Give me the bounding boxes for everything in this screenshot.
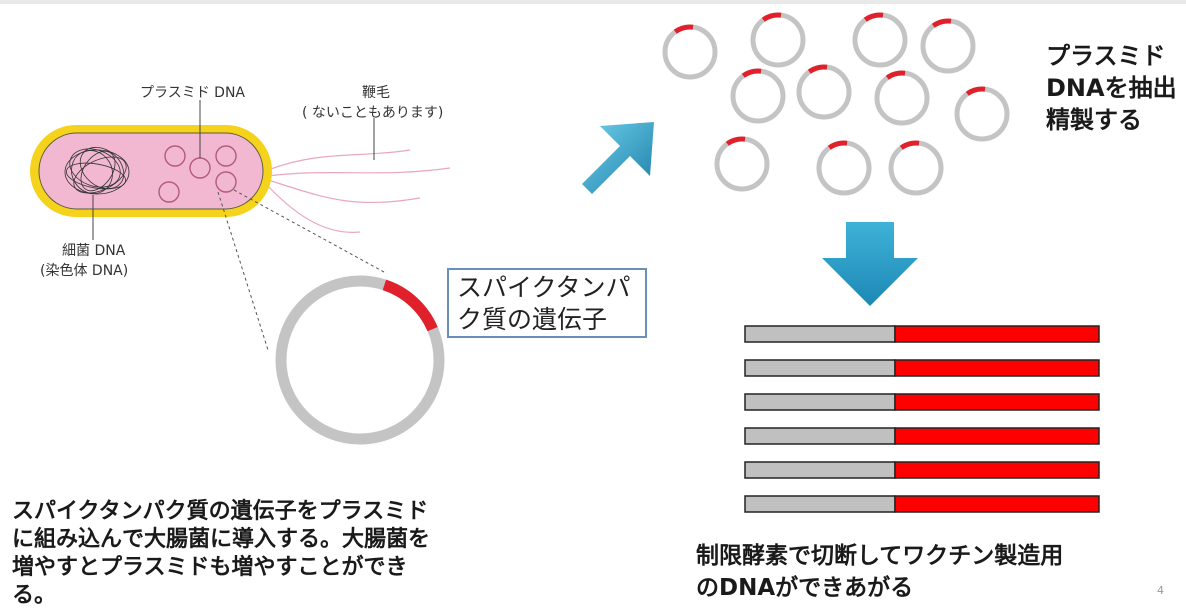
gene-callout: スパイクタンパ ク質の遺伝子 (447, 268, 647, 338)
plasmid-ring (730, 68, 786, 124)
plasmid-ring (954, 86, 1010, 142)
plasmid-ring (714, 136, 770, 192)
linear-dna-bar (744, 393, 1100, 411)
page-number: 4 (1157, 584, 1164, 597)
leader-lines (92, 100, 375, 240)
bottom-left-line-4: る。 (12, 583, 57, 608)
label-bacterial-dna: 細菌 DNA (62, 243, 126, 259)
linear-dna-bar (744, 325, 1100, 343)
plasmid-ring (920, 18, 976, 74)
bottom-left-text: スパイクタンパク質の遺伝子をプラスミド に組み込んで大腸菌に導入する。大腸菌を … (12, 498, 430, 610)
plasmid-ring (888, 140, 944, 196)
zoom-dashed-lines (217, 189, 385, 351)
extract-line-2: DNAを抽出 (1046, 74, 1177, 102)
plasmid-ring (750, 12, 806, 68)
label-chromosomal-dna: (染色体 DNA) (40, 263, 129, 279)
linear-dna-bar (744, 461, 1100, 479)
linear-dna-bar (744, 359, 1100, 377)
bottom-left-line-1: スパイクタンパク質の遺伝子をプラスミド (12, 499, 429, 524)
extract-line-3: 精製する (1046, 106, 1142, 134)
linear-dna-bars (744, 325, 1100, 513)
diagonal-arrow (582, 122, 654, 194)
plasmid-ring (874, 70, 930, 126)
plasmid-ring (816, 140, 872, 196)
flagella (267, 149, 451, 233)
plasmid-rings (662, 12, 1010, 196)
bottom-right-text: 制限酵素で切断してワクチン製造用 のDNAができあがる (696, 540, 1063, 604)
label-flagellum-note: ( ないこともあります) (302, 105, 444, 121)
down-arrow (822, 222, 918, 306)
bottom-right-line-2: のDNAができあがる (696, 575, 914, 601)
callout-line-1: スパイクタンパ (457, 273, 631, 302)
linear-dna-bar (744, 495, 1100, 513)
label-plasmid-dna: プラスミド DNA (140, 85, 245, 101)
chromosomal-dna-tangle (64, 146, 130, 195)
extract-line-1: プラスミド (1046, 42, 1166, 70)
callout-line-2: ク質の遺伝子 (457, 305, 608, 334)
small-plasmids (158, 145, 237, 203)
plasmid-ring (852, 12, 908, 68)
plasmid-ring (662, 24, 718, 80)
bottom-right-line-1: 制限酵素で切断してワクチン製造用 (696, 543, 1064, 569)
extract-text: プラスミド DNAを抽出 精製する (1046, 40, 1177, 136)
linear-dna-bar (744, 427, 1100, 445)
label-flagellum: 鞭毛 (362, 85, 390, 101)
large-plasmid (275, 275, 445, 445)
plasmid-ring (796, 64, 852, 120)
bottom-left-line-2: に組み込んで大腸菌に導入する。大腸菌を (12, 527, 431, 552)
bottom-left-line-3: 増やすとプラスミドも増やすことができ (12, 555, 408, 580)
top-border (0, 0, 1186, 4)
